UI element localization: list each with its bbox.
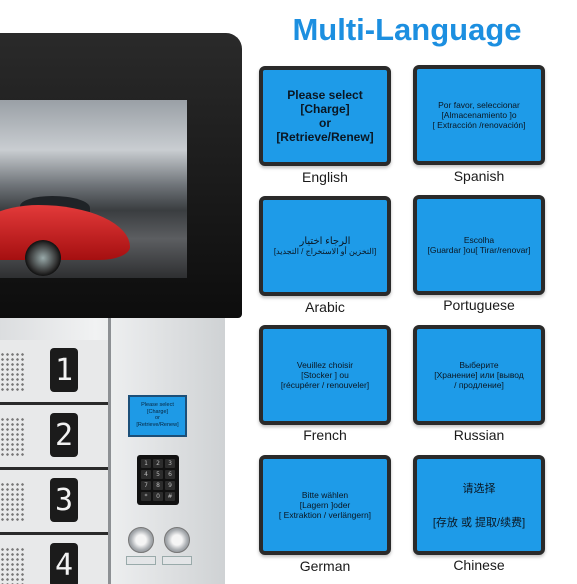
speaker-grille (0, 547, 26, 584)
keypad: 1 2 3 4 5 6 7 8 9 * 0 # (137, 455, 179, 505)
mini-screen-line: [Retrieve/Renew] (136, 421, 179, 428)
card-text-line: [التخزين أو الاستخراج / التجديد] (273, 247, 377, 256)
right-control-button[interactable] (164, 527, 190, 553)
keypad-key[interactable]: 6 (165, 470, 175, 479)
button-label-plate (162, 556, 192, 565)
keypad-key[interactable]: 7 (141, 481, 151, 490)
language-label: German (299, 558, 351, 574)
card-text-line: [Almacenamiento ]o (441, 110, 517, 120)
card-text-line: 请选择 (462, 483, 496, 495)
language-label: English (302, 169, 348, 185)
speaker-grille (0, 352, 26, 392)
locker-slot-3: 3 (0, 470, 108, 536)
panel-divider (108, 318, 111, 584)
card-text-line: [Lagern ]oder (299, 500, 351, 510)
keypad-key[interactable]: 2 (153, 459, 163, 468)
locker-slot-1: 1 (0, 340, 108, 406)
slot-number: 4 (50, 543, 78, 584)
card-text-line: [Stocker ] ou (301, 370, 349, 380)
card-text-line: Veuillez choisir (296, 360, 354, 370)
language-card-spanish: Por favor, seleccionar [Almacenamiento ]… (413, 65, 545, 165)
card-text-line: [Guardar ]ou[ Tirar/renovar] (427, 245, 531, 255)
left-control-button[interactable] (128, 527, 154, 553)
slot-number: 2 (50, 413, 78, 457)
language-card-russian: Выберите [Хранение] или [вывод / продлен… (413, 325, 545, 425)
language-label: Russian (453, 427, 505, 443)
card-text-line: [ Extracción /renovación] (432, 120, 526, 130)
language-label: French (303, 427, 347, 443)
keypad-key[interactable]: # (165, 492, 175, 501)
slot-number: 1 (50, 348, 78, 392)
keypad-key[interactable]: 5 (153, 470, 163, 479)
language-label: Arabic (305, 299, 345, 315)
card-text-line: [Retrieve/Renew] (276, 130, 374, 144)
kiosk-display (0, 100, 187, 278)
card-text-line: [ Extraktion / verlängern] (278, 510, 372, 520)
card-text-line: Por favor, seleccionar (438, 100, 520, 110)
card-text-line: Escolha (463, 235, 495, 245)
language-card-english: Please select [Charge] or [Retrieve/Rene… (259, 66, 391, 166)
speaker-grille (0, 482, 26, 522)
card-text-line: Please select (287, 88, 363, 102)
keypad-key[interactable]: 8 (153, 481, 163, 490)
card-text-line: [Хранение] или [вывод (434, 370, 524, 380)
language-label: Portuguese (443, 297, 515, 313)
language-card-portuguese: Escolha [Guardar ]ou[ Tirar/renovar] (413, 195, 545, 295)
kiosk-mini-screen: Please select [Charge] or [Retrieve/Rene… (128, 395, 187, 437)
card-text-line: Выберите (459, 360, 499, 370)
keypad-key[interactable]: 0 (153, 492, 163, 501)
mini-screen-line: or (155, 415, 160, 421)
car-wheel (25, 240, 61, 276)
language-card-german: Bitte wählen [Lagern ]oder [ Extraktion … (259, 455, 391, 555)
speaker-grille (0, 417, 26, 457)
card-text-line: or (319, 116, 331, 130)
card-text-line: الرجاء اختيار (299, 236, 351, 247)
car-image (0, 205, 130, 260)
page-title: Multi-Language (292, 12, 522, 47)
language-label: Spanish (453, 168, 505, 184)
slot-number: 3 (50, 478, 78, 522)
language-label: Chinese (453, 557, 505, 573)
language-card-chinese: 请选择 [存放 或 提取/续费] (413, 455, 545, 555)
keypad-key[interactable]: 1 (141, 459, 151, 468)
keypad-key[interactable]: 9 (165, 481, 175, 490)
mini-screen-line: [Charge] (146, 408, 169, 415)
mini-screen-line: Please select (141, 402, 174, 408)
card-text-line: [récupérer / renouveler] (280, 380, 370, 390)
kiosk-head (0, 33, 242, 318)
language-card-french: Veuillez choisir [Stocker ] ou [récupére… (259, 325, 391, 425)
card-text-line: [存放 或 提取/续费] (432, 517, 526, 529)
language-card-arabic: الرجاء اختيار [التخزين أو الاستخراج / ال… (259, 196, 391, 296)
button-label-plate (126, 556, 156, 565)
locker-slot-2: 2 (0, 405, 108, 471)
card-text-line: Bitte wählen (301, 490, 349, 500)
locker-slot-4: 4 (0, 535, 108, 584)
card-text-line: [Charge] (300, 102, 350, 116)
keypad-key[interactable]: 3 (165, 459, 175, 468)
card-text-line: / продление] (454, 380, 504, 390)
keypad-key[interactable]: * (141, 492, 151, 501)
keypad-key[interactable]: 4 (141, 470, 151, 479)
